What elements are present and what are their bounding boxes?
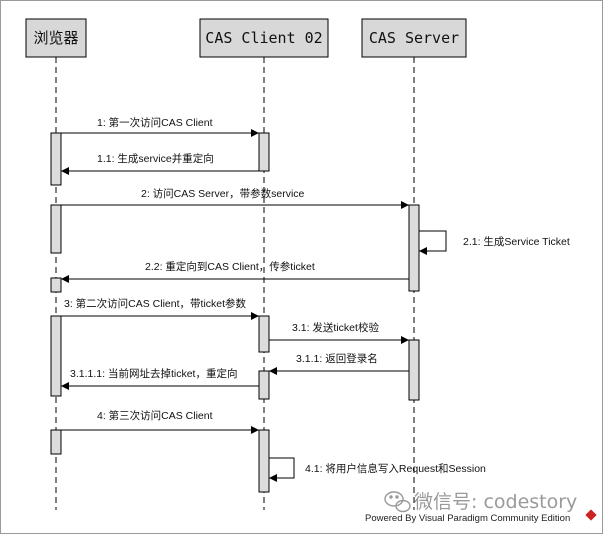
activation-browser-3 — [50, 277, 62, 293]
activation-client-1 — [258, 132, 270, 172]
participant-cas-client-label: CAS Client 02 — [205, 29, 322, 47]
message-2-label: 2: 访问CAS Server，带参数service — [141, 187, 305, 200]
message-1-1-label: 1.1: 生成service并重定向 — [97, 152, 214, 165]
participant-cas-server[interactable]: CAS Server — [361, 18, 467, 58]
message-3-1-1-1-label: 3.1.1.1: 当前网址去掉ticket，重定向 — [70, 367, 237, 380]
participant-cas-client[interactable]: CAS Client 02 — [199, 18, 329, 58]
message-3-1-1-label: 3.1.1: 返回登录名 — [296, 352, 378, 365]
activation-browser-1 — [50, 132, 62, 186]
message-3[interactable]: 3: 第二次访问CAS Client，带ticket参数 — [61, 297, 259, 320]
message-2[interactable]: 2: 访问CAS Server，带参数service — [61, 187, 409, 209]
message-1-label: 1: 第一次访问CAS Client — [97, 116, 213, 129]
participant-browser-label: 浏览器 — [33, 29, 78, 47]
message-3-label: 3: 第二次访问CAS Client，带ticket参数 — [64, 297, 247, 310]
message-1-1[interactable]: 1.1: 生成service并重定向 — [61, 152, 259, 175]
watermark: 微信号: codestory — [384, 491, 577, 513]
activation-browser-4 — [50, 315, 62, 397]
message-4-1[interactable]: 4.1: 将用户信息写入Request和Session — [269, 457, 486, 482]
activation-client-2 — [258, 315, 270, 353]
message-3-1-1-1[interactable]: 3.1.1.1: 当前网址去掉ticket，重定向 — [61, 367, 259, 390]
message-4[interactable]: 4: 第三次访问CAS Client — [61, 409, 259, 434]
powered-by-footer: Powered By Visual Paradigm Community Edi… — [365, 509, 597, 524]
wechat-icon — [384, 491, 411, 513]
message-2-2[interactable]: 2.2: 重定向到CAS Client，传参ticket — [61, 260, 409, 283]
participant-browser[interactable]: 浏览器 — [25, 18, 87, 58]
activation-browser-5 — [50, 429, 62, 455]
message-3-1[interactable]: 3.1: 发送ticket校验 — [269, 321, 409, 344]
participant-cas-server-label: CAS Server — [369, 29, 459, 47]
message-4-label: 4: 第三次访问CAS Client — [97, 409, 213, 422]
activation-browser-2 — [50, 204, 62, 254]
activation-client-3 — [258, 370, 270, 400]
powered-by-text: Powered By Visual Paradigm Community Edi… — [365, 513, 570, 524]
message-4-1-label: 4.1: 将用户信息写入Request和Session — [305, 462, 486, 475]
message-3-1-1[interactable]: 3.1.1: 返回登录名 — [269, 352, 409, 375]
message-2-2-label: 2.2: 重定向到CAS Client，传参ticket — [145, 260, 315, 273]
message-1[interactable]: 1: 第一次访问CAS Client — [61, 116, 259, 137]
message-3-1-label: 3.1: 发送ticket校验 — [292, 321, 379, 334]
activation-server-1 — [408, 204, 420, 292]
message-2-1-label: 2.1: 生成Service Ticket — [463, 235, 570, 248]
activation-client-4 — [258, 429, 270, 493]
message-2-1[interactable]: 2.1: 生成Service Ticket — [419, 230, 570, 255]
watermark-text: 微信号: codestory — [414, 491, 577, 513]
visual-paradigm-logo-icon — [585, 509, 597, 521]
activation-server-2 — [408, 339, 420, 401]
